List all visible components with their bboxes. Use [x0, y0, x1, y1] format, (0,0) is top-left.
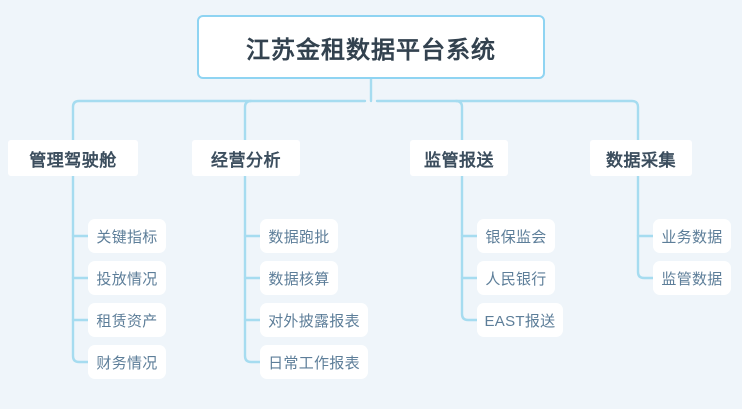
node-branch-2-label: 经营分析 [211, 150, 281, 170]
node-leaf-1-1-label: 关键指标 [96, 228, 158, 246]
node-leaf-2-1-label: 数据跑批 [268, 228, 330, 246]
node-leaf-2-2[interactable]: 数据核算 [260, 261, 338, 295]
node-leaf-1-1[interactable]: 关键指标 [88, 219, 166, 253]
node-branch-2[interactable]: 经营分析 [192, 140, 300, 176]
bus-right [375, 99, 640, 142]
node-leaf-1-3-label: 租赁资产 [96, 312, 158, 330]
node-leaf-2-2-label: 数据核算 [268, 270, 330, 288]
spine-col-3 [460, 174, 479, 322]
bus-drop-2 [243, 99, 253, 142]
node-leaf-4-1[interactable]: 业务数据 [653, 219, 731, 253]
node-leaf-1-2[interactable]: 投放情况 [88, 261, 166, 295]
node-root-label: 江苏金租数据平台系统 [246, 36, 496, 64]
node-leaf-2-1[interactable]: 数据跑批 [260, 219, 338, 253]
node-leaf-3-3[interactable]: EAST报送 [477, 303, 563, 337]
node-branch-4-label: 数据采集 [606, 150, 676, 170]
node-leaf-3-3-label: EAST报送 [484, 312, 556, 330]
node-leaf-1-4-label: 财务情况 [96, 354, 158, 372]
bus-drop-3 [454, 99, 464, 142]
node-branch-3-label: 监管报送 [424, 150, 494, 170]
spine-col-2 [243, 174, 262, 364]
node-leaf-2-3[interactable]: 对外披露报表 [260, 303, 368, 337]
node-leaf-3-1[interactable]: 银保监会 [477, 219, 555, 253]
node-leaf-3-1-label: 银保监会 [485, 228, 547, 246]
node-leaf-2-4-label: 日常工作报表 [268, 354, 360, 372]
node-branch-1-label: 管理驾驶舱 [29, 150, 117, 170]
node-root[interactable]: 江苏金租数据平台系统 [197, 15, 545, 79]
node-branch-3[interactable]: 监管报送 [410, 140, 508, 176]
node-branch-1[interactable]: 管理驾驶舱 [8, 140, 138, 176]
bus-left [71, 99, 367, 142]
node-leaf-3-2-label: 人民银行 [485, 270, 547, 288]
node-leaf-1-4[interactable]: 财务情况 [88, 345, 166, 379]
node-leaf-1-2-label: 投放情况 [96, 270, 158, 288]
node-leaf-4-1-label: 业务数据 [661, 228, 723, 246]
node-leaf-2-4[interactable]: 日常工作报表 [260, 345, 368, 379]
spine-col-1 [71, 174, 90, 364]
node-leaf-1-3[interactable]: 租赁资产 [88, 303, 166, 337]
node-leaf-4-2[interactable]: 监管数据 [653, 261, 731, 295]
node-leaf-4-2-label: 监管数据 [661, 270, 723, 288]
spine-col-4 [636, 174, 655, 280]
node-branch-4[interactable]: 数据采集 [590, 140, 692, 176]
node-leaf-3-2[interactable]: 人民银行 [477, 261, 555, 295]
node-leaf-2-3-label: 对外披露报表 [268, 312, 360, 330]
